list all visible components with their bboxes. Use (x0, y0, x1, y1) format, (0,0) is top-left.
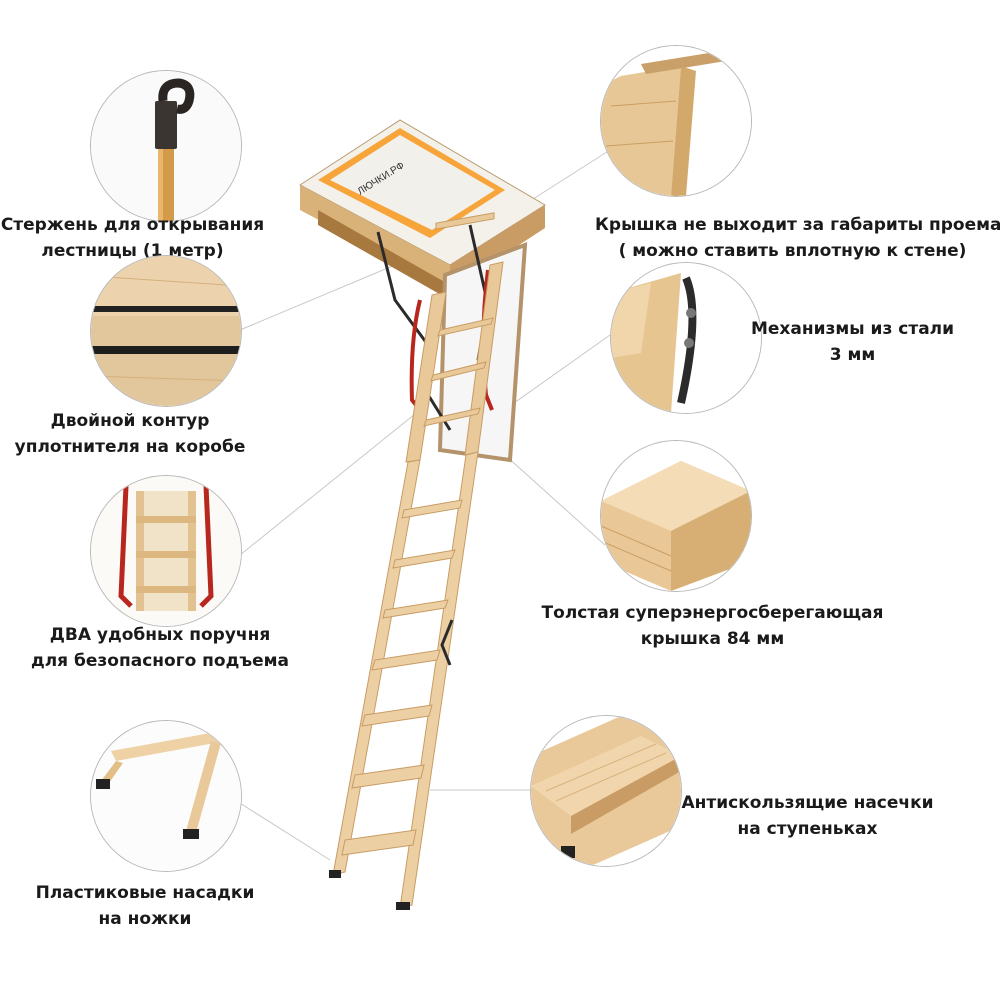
callout-rod-title: Стержень для открывания (0, 215, 265, 235)
callout-rails: ДВА удобных поручня для безопасного подъ… (25, 622, 295, 674)
seal-corner-icon (91, 256, 241, 406)
lid-edge-icon (601, 46, 751, 196)
callout-rails-title: ДВА удобных поручня (49, 625, 271, 645)
callout-seal-title: Двойной контур (50, 411, 210, 431)
callout-steps-title: Антискользящие насечки (681, 793, 934, 813)
callout-rod: Стержень для открывания лестницы (1 метр… (0, 212, 265, 264)
steps-detail-circle (530, 715, 682, 867)
callout-steps: Антискользящие насечки на ступеньках (675, 790, 940, 842)
hatch-box: ЛЮЧКИ.РФ (299, 119, 546, 300)
rod-detail-circle (90, 70, 242, 222)
callout-rod-subtitle: лестницы (1 метр) (41, 241, 224, 261)
callout-steel-title: Механизмы из стали (750, 319, 955, 339)
callout-lid-thickness-subtitle: крышка 84 мм (640, 629, 785, 649)
callout-steel: Механизмы из стали 3 мм (735, 316, 970, 368)
lid-fit-detail-circle (600, 45, 752, 197)
callout-seal-subtitle: уплотнителя на коробе (14, 437, 246, 457)
steel-detail-circle (610, 262, 762, 414)
thick-lid-icon (601, 441, 751, 591)
ladder-lower (332, 451, 479, 909)
plastic-feet-icon (91, 721, 241, 871)
callout-steel-subtitle: 3 мм (829, 345, 876, 365)
callout-rails-subtitle: для безопасного подъема (31, 651, 289, 671)
lid-thickness-detail-circle (600, 440, 752, 592)
callout-lid-fit-title: Крышка не выходит за габариты проема (595, 215, 1000, 235)
callout-steps-subtitle: на ступеньках (737, 819, 878, 839)
callout-feet-title: Пластиковые насадки (35, 883, 255, 903)
steel-hinge-icon (611, 263, 761, 413)
callout-feet-subtitle: на ножки (98, 909, 192, 929)
rails-detail-circle (90, 475, 242, 627)
seal-detail-circle (90, 255, 242, 407)
callout-lid-fit-subtitle: ( можно ставить вплотную к стене) (618, 241, 967, 261)
callout-feet: Пластиковые насадки на ножки (15, 880, 275, 932)
step-tread-icon (531, 716, 681, 866)
ladder-upper (405, 212, 504, 463)
handrails-icon (91, 476, 241, 626)
callout-lid-thickness: Толстая суперэнергосберегающая крышка 84… (540, 600, 885, 652)
hook-rod-icon (91, 71, 241, 221)
callout-seal: Двойной контур уплотнителя на коробе (10, 408, 250, 460)
feet-detail-circle (90, 720, 242, 872)
callout-lid-thickness-title: Толстая суперэнергосберегающая (541, 603, 884, 623)
callout-lid-fit: Крышка не выходит за габариты проема ( м… (595, 212, 1000, 264)
